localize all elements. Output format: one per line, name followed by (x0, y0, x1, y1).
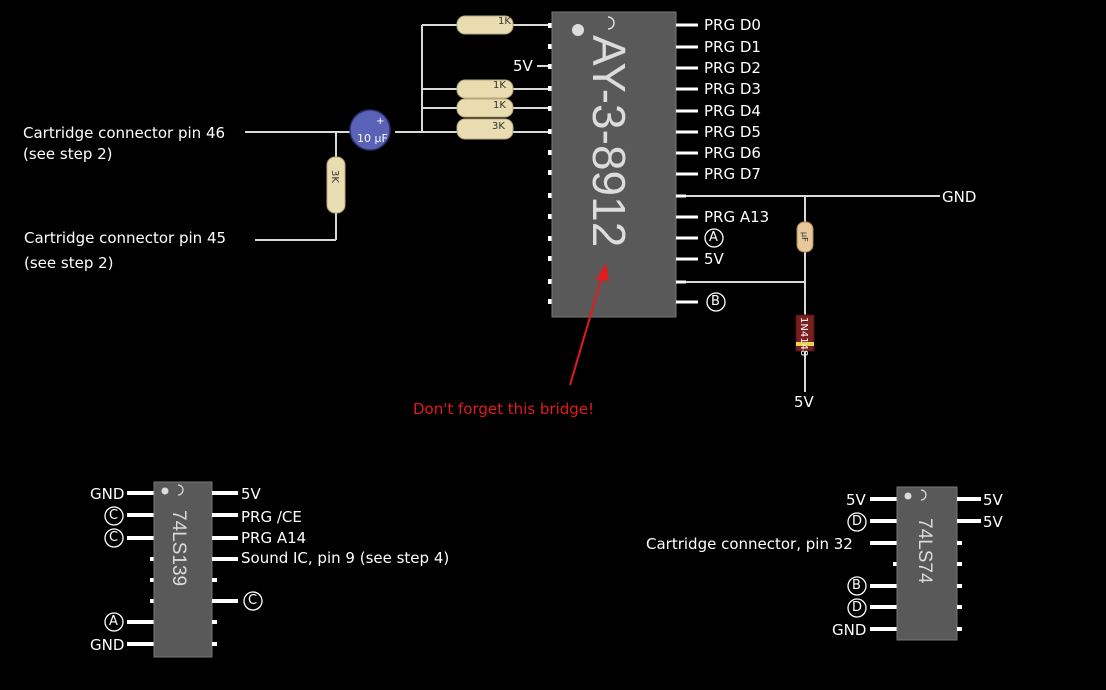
svg-text:+: + (376, 116, 384, 127)
svg-text:1K: 1K (498, 16, 511, 27)
ay-pin-label: PRG D5 (704, 123, 761, 141)
svg-text:10 μF: 10 μF (357, 132, 388, 145)
svg-text:1N4148: 1N4148 (798, 317, 809, 356)
ic-74ls139: 74LS139 (127, 481, 238, 658)
ls139-right-label: Sound IC, pin 9 (see step 4) (241, 549, 450, 567)
ay-pin-label: PRG D2 (704, 59, 761, 77)
ls139-right-label: 5V (241, 485, 261, 503)
ls74-left-pins (870, 497, 898, 631)
cart45-label: Cartridge connector pin 45 (24, 229, 227, 247)
ls74-right-label: 5V (983, 513, 1003, 531)
ay-5v-label: 5V (513, 57, 533, 75)
gnd-label: GND (942, 188, 977, 206)
svg-text:1K: 1K (493, 100, 506, 111)
ls139-right-pins (212, 491, 238, 646)
ls74-right-label: 5V (983, 491, 1003, 509)
ls74-right-pins (957, 497, 981, 631)
ls74-left-label: Cartridge connector, pin 32 (646, 535, 853, 553)
svg-text:3K: 3K (492, 121, 505, 132)
ay-right-pins (676, 23, 698, 304)
svg-text:1K: 1K (493, 80, 506, 91)
marker-b: B (711, 294, 720, 309)
ls139-left-pins (127, 491, 155, 646)
ay-pin-label: PRG D0 (704, 16, 761, 34)
marker-d: D (852, 514, 863, 529)
cart46-label: Cartridge connector pin 46 (23, 124, 226, 142)
pin1-dot (572, 24, 584, 36)
resistor-1k-mid1: 1K (456, 79, 514, 99)
bridge-warning: Don't forget this bridge! (413, 400, 595, 418)
marker-c: C (109, 530, 119, 545)
ls139-left-label: GND (90, 636, 125, 654)
ay-left-pins (548, 23, 554, 304)
marker-c: C (248, 593, 258, 608)
small-capacitor: μF (796, 221, 814, 253)
marker-d: D (852, 600, 863, 615)
ls139-label: 74LS139 (168, 510, 189, 586)
ay-3-8912-chip: AY-3-8912 (548, 11, 698, 318)
marker-b: B (852, 578, 861, 593)
ls139-left-label: GND (90, 485, 125, 503)
ls74-left-label: GND (832, 621, 867, 639)
diode-1n4148: 1N4148 (795, 314, 815, 356)
bridge-arrow (569, 263, 609, 386)
circled-markers (104, 228, 867, 632)
ay-pin-label: PRG D1 (704, 38, 761, 56)
ay-pin-label: PRG D4 (704, 102, 761, 120)
ls74-left-label: 5V (846, 491, 866, 509)
diode-5v-label: 5V (794, 393, 814, 411)
marker-a: A (109, 614, 118, 629)
notch (607, 16, 615, 30)
resistor-3k-bottom: 3K (456, 118, 514, 140)
resistor-1k-top: 1K (456, 15, 514, 35)
capacitor-10uf: + 10 μF (349, 109, 391, 151)
resistor-3k-vertical: 3K (326, 156, 346, 214)
ay-pin-label: PRG D3 (704, 80, 761, 98)
cart45-note: (see step 2) (24, 254, 114, 272)
ic-74ls74: 74LS74 (870, 486, 981, 641)
ay-pin-label: PRG A13 (704, 208, 770, 226)
marker-a: A (709, 230, 718, 245)
ls139-right-label: PRG A14 (241, 529, 307, 547)
svg-text:μF: μF (800, 232, 809, 242)
svg-text:3K: 3K (329, 170, 340, 183)
ay-pin-label: PRG D7 (704, 165, 761, 183)
ay-pin-label: 5V (704, 250, 724, 268)
marker-c: C (109, 508, 119, 523)
ls74-label: 74LS74 (914, 518, 935, 584)
ay-chip-label: AY-3-8912 (583, 35, 635, 247)
ay-pin-label: PRG D6 (704, 144, 761, 162)
cart46-note: (see step 2) (23, 145, 113, 163)
resistor-1k-mid2: 1K (456, 98, 514, 118)
ls139-right-label: PRG /CE (241, 508, 302, 526)
